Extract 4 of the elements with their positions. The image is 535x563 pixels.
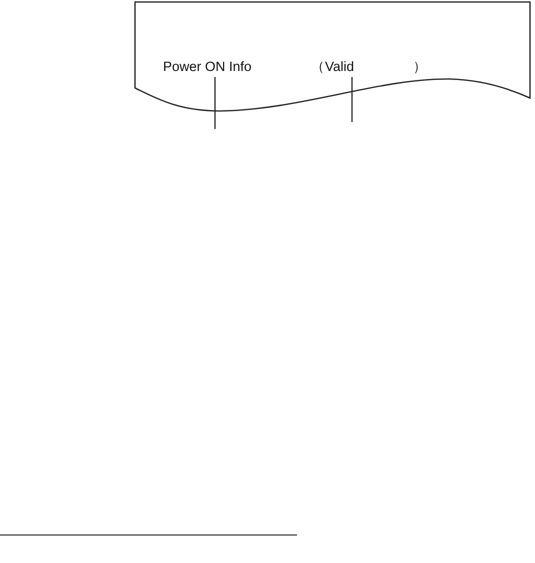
leader-line — [351, 77, 353, 122]
label-text: （Valid ） — [311, 59, 427, 75]
leader-line — [214, 77, 216, 129]
label-text: Power ON Info — [163, 59, 252, 75]
